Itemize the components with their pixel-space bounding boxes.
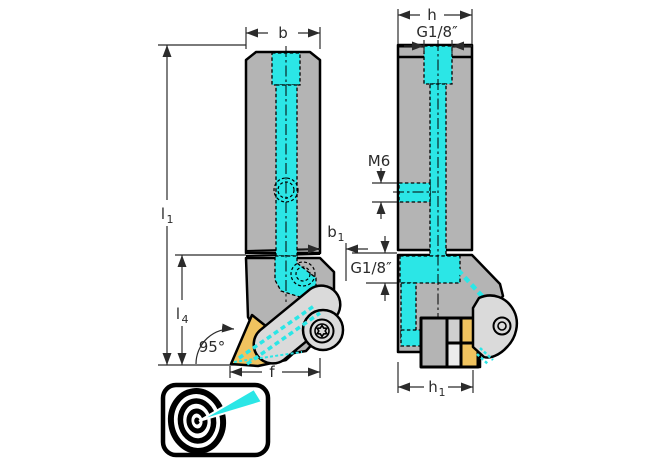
clamp-boss bbox=[301, 308, 345, 352]
dim-b1-label: b bbox=[327, 223, 337, 241]
torx-screw-outer bbox=[309, 318, 335, 344]
dim-b1-sub: 1 bbox=[338, 231, 345, 244]
dim-h: h bbox=[397, 6, 473, 44]
dim-g18-rear-label: G1/8″ bbox=[350, 259, 392, 277]
dim-l4: l 4 bbox=[176, 255, 189, 365]
front-view: b l 1 l 4 f 95° bbox=[158, 24, 368, 381]
dim-g18-top: G1/8″ bbox=[404, 23, 472, 53]
dim-l1-label: l bbox=[161, 205, 165, 223]
dim-f-label: f bbox=[269, 363, 275, 381]
side-view: h G1/8″ M6 G1/8″ bbox=[350, 6, 519, 399]
dim-g18-rear: G1/8″ bbox=[350, 236, 397, 301]
clamp-side-body bbox=[471, 294, 519, 359]
clamp-side bbox=[471, 294, 519, 359]
insert-assembly-side bbox=[419, 316, 480, 369]
side-tip-coolant-spray bbox=[476, 347, 494, 365]
dim-m6: M6 bbox=[368, 152, 397, 219]
torx-star-icon bbox=[315, 324, 329, 338]
clamp-side-screw-outer bbox=[492, 316, 512, 336]
dim-b-label: b bbox=[278, 24, 288, 42]
dim-h1-sub: 1 bbox=[439, 386, 446, 399]
dim-l1-sub: 1 bbox=[167, 213, 174, 226]
dim-b: b bbox=[245, 24, 321, 49]
dim-h-label: h bbox=[427, 6, 437, 24]
front-cross-hole bbox=[273, 177, 299, 203]
front-coolant-outlet bbox=[290, 261, 316, 287]
front-coolant-outlet-bore bbox=[295, 266, 311, 282]
dim-g18-top-label: G1/8″ bbox=[416, 23, 458, 41]
coolant-jet-icon bbox=[198, 387, 264, 422]
clamp-side-screw-inner bbox=[497, 321, 507, 331]
dim-l4-sub: 4 bbox=[182, 313, 189, 326]
insert-shim-bottom bbox=[445, 341, 463, 369]
dim-l1: l 1 bbox=[161, 45, 174, 365]
dim-angle: 95° bbox=[195, 323, 235, 365]
dim-h1: h 1 bbox=[397, 362, 474, 399]
insert-base-plate bbox=[419, 316, 449, 369]
side-rear-port-channel bbox=[399, 255, 461, 284]
dim-b1: b 1 bbox=[298, 223, 368, 281]
torx-screw-inner bbox=[314, 323, 330, 339]
dim-m6-label: M6 bbox=[368, 152, 391, 170]
insert-shim-top bbox=[445, 316, 463, 345]
front-clamp-coolant-conduit bbox=[233, 304, 322, 366]
dim-l4-label: l bbox=[176, 305, 180, 323]
dim-angle-label: 95° bbox=[199, 338, 226, 356]
precision-coolant-icon bbox=[160, 382, 271, 458]
dim-f: f bbox=[229, 358, 321, 381]
dim-h1-label: h bbox=[428, 378, 438, 396]
